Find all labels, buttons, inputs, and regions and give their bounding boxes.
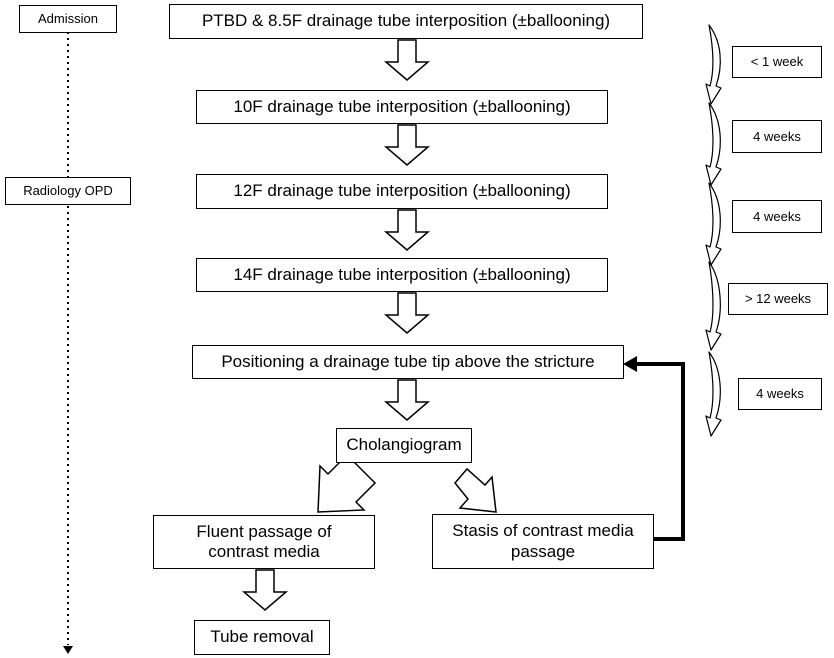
down-arrow-6 [241, 569, 289, 611]
duration-box-2: 4 weeks [732, 120, 822, 153]
admission-label: Admission [19, 5, 117, 33]
tube-10f-step-box: 10F drainage tube interposition (±balloo… [196, 90, 608, 124]
positioning-step-box: Positioning a drainage tube tip above th… [192, 345, 624, 379]
curved-arrow-3 [705, 182, 722, 266]
curved-arrow-2 [705, 102, 722, 186]
diagonal-arrow-left [317, 453, 377, 513]
cholangiogram-box: Cholangiogram [336, 428, 472, 463]
ptbd-step-box: PTBD & 8.5F drainage tube interposition … [169, 4, 643, 39]
stasis-passage-line-1: Stasis of contrast media [452, 521, 634, 541]
down-arrow-3 [383, 209, 431, 251]
feedback-arrowhead [623, 356, 637, 372]
diagonal-arrow-right [454, 467, 497, 513]
duration-box-5: 4 weeks [738, 378, 822, 410]
fluent-passage-line-1: Fluent passage of [196, 521, 332, 541]
tube-removal-box: Tube removal [194, 620, 330, 655]
duration-box-4: > 12 weeks [728, 283, 828, 315]
down-arrow-1 [383, 39, 431, 81]
curved-arrow-5 [705, 351, 722, 437]
duration-box-3: 4 weeks [732, 200, 822, 233]
tube-14f-step-box: 14F drainage tube interposition (±balloo… [196, 258, 608, 292]
stasis-passage-box: Stasis of contrast media passage [432, 514, 654, 569]
timeline-arrowhead [63, 646, 73, 654]
down-arrow-2 [383, 124, 431, 166]
fluent-passage-line-2: contrast media [208, 542, 320, 561]
radiology-opd-label: Radiology OPD [5, 177, 131, 205]
duration-box-1: < 1 week [732, 46, 822, 78]
feedback-arrow-line [634, 362, 685, 541]
curved-arrow-1 [705, 24, 722, 105]
curved-arrow-4 [705, 261, 722, 351]
down-arrow-4 [383, 292, 431, 334]
tube-12f-step-box: 12F drainage tube interposition (±balloo… [196, 174, 608, 209]
down-arrow-5 [383, 379, 431, 421]
fluent-passage-box: Fluent passage of contrast media [153, 515, 375, 569]
stasis-passage-line-2: passage [510, 541, 576, 561]
